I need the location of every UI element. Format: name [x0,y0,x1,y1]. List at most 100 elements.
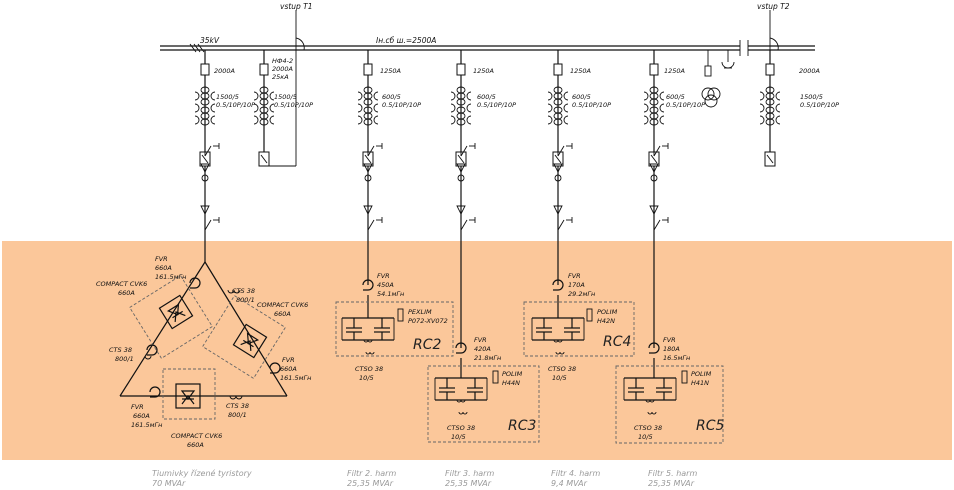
f4-ct: 600/5 [477,93,496,101]
rc3-fvr-ind: 21.8мГн [474,354,501,362]
f6-ct: 600/5 [666,93,685,101]
tcr-cts-left: CTS 38 [109,346,132,354]
rc5-res-type: H41N [691,379,709,387]
rc4-ct-ratio: 10/5 [552,374,567,382]
tcr-fvr-right-ind: 161.5мГн [280,374,311,382]
f3-breaker: 1250A [380,67,401,75]
f6-breaker: 1250A [664,67,685,75]
rc3-res: POLIM [502,370,523,378]
feeder-bays [194,50,781,232]
rc3-res-type: H44N [502,379,520,387]
tcr-compact-left: COMPACT CVK6 [96,280,147,288]
f2-ct-class: 0.5/10P/10P [274,101,313,109]
rc2-fvr: FVR [377,272,390,280]
f5-current-transformer-icon [547,85,569,133]
f3-lower-switch-icon [367,216,383,231]
f2-rating: 2000A [272,65,293,73]
tcr-compact-left-current: 660A [118,289,135,297]
tcr-fvr-bottom-ind: 161.5мГн [131,421,162,429]
f5-relay-mark [554,154,562,164]
f1-breaker: 2000A [214,67,235,75]
f3-relay-mark [364,154,372,164]
f4-lower-switch-icon [460,216,476,231]
caption-rc4-line1: Filtr 4. harm [551,469,600,478]
f7-breaker: 2000A [799,67,820,75]
tcr-cts-bottom: CTS 38 [226,402,249,410]
tcr-compact-right-current: 660A [274,310,291,318]
tcr-fvr-top: FVR [155,255,168,263]
f7-ct-class: 0.5/10P/10P [800,101,839,109]
f2-ka: 25кА [272,73,289,81]
f7-current-transformer-icon [759,85,781,133]
rc5-fvr-current: 180A [663,345,680,353]
tcr-delta [119,232,288,420]
tcr-cts-top-ratio: 800/1 [236,296,255,304]
voltage-transformer-icon [701,50,721,108]
f5-ct: 600/5 [572,93,591,101]
rc2-res: PEXLIM [408,308,432,316]
rc3-fvr-current: 420A [474,345,491,353]
rc4-fvr: FVR [568,272,581,280]
f3-current-transformer-icon [357,85,379,133]
rc2-fvr-current: 450A [377,281,394,289]
tcr-cts-left-ratio: 800/1 [115,355,134,363]
rc5-ct-ratio: 10/5 [638,433,653,441]
f7-relay-mark [766,154,774,164]
f1-relay-mark [201,154,209,164]
rc4-res: POLIM [597,308,618,316]
tcr-cts-bottom-ratio: 800/1 [228,411,247,419]
f1-ct-class: 0.5/10P/10P [216,101,255,109]
caption-rc5-line1: Filtr 5. harm [648,469,697,478]
f7-ct: 1500/5 [800,93,823,101]
f1-lower-switch-icon [204,216,220,231]
rc5-filter [615,232,724,444]
tcr-compact-right: COMPACT CVK6 [257,301,308,309]
f6-current-transformer-icon [643,85,665,133]
rc2-res-type: P072-XV072 [408,317,448,325]
rc2-id: RC2 [413,337,442,353]
rc3-filter [427,232,540,443]
tcr-fvr-bottom: FVR [131,403,144,411]
rc5-fvr: FVR [663,336,676,344]
tcr-fvr-top-ind: 161.5мГн [155,273,186,281]
f4-ct-class: 0.5/10P/10P [477,101,516,109]
rc3-id: RC3 [508,418,536,434]
tcr-compact-bottom-current: 660A [187,441,204,449]
caption-rc2-line2: 25,35 MVAr [347,479,394,488]
f4-coil-icon [457,174,465,182]
f3-ct: 600/5 [382,93,401,101]
rc4-fvr-ind: 29.2мГн [568,290,595,298]
f6-relay-mark [650,154,658,164]
rc4-ct: CTSO 38 [548,365,576,373]
input-t1-label: vstup T1 [280,2,313,11]
f5-ct-class: 0.5/10P/10P [572,101,611,109]
rc4-filter [523,232,635,357]
f4-relay-mark [457,154,465,164]
f3-ct-class: 0.5/10P/10P [382,101,421,109]
rc2-ct: CTSO 38 [355,365,383,373]
input-t2-label: vstup T2 [757,2,790,11]
caption-rc5-line2: 25,35 MVAr [648,479,695,488]
caption-rc4-line2: 9,4 MVAr [551,479,588,488]
f4-breaker: 1250A [473,67,494,75]
f2-label: НФ4-2 [272,57,293,65]
caption-tcr-line1: Tiumivky řízené tyristory [152,468,252,478]
rc4-fvr-current: 170A [568,281,585,289]
busbar [160,40,815,56]
rc3-ct: CTSO 38 [447,424,475,432]
rc5-res: POLIM [691,370,712,378]
caption-tcr-line2: 70 MVAr [152,479,186,488]
tcr-fvr-bottom-current: 660A [133,412,150,420]
f5-lower-switch-icon [557,216,573,231]
f1-current-transformer-icon [194,85,216,133]
rc3-ct-ratio: 10/5 [451,433,466,441]
f7-breaker-icon [765,63,775,76]
f6-ct-class: 0.5/10P/10P [666,101,705,109]
rc2-fvr-ind: 54.1мГн [377,290,404,298]
f5-coil-icon [554,174,562,182]
rc4-res-type: H42N [597,317,615,325]
tcr-fvr-top-current: 660A [155,264,172,272]
caption-rc3-line1: Filtr 3. harm [445,469,494,478]
caption-rc3-line2: 25,35 MVAr [445,479,492,488]
f6-lower-switch-icon [653,216,669,231]
